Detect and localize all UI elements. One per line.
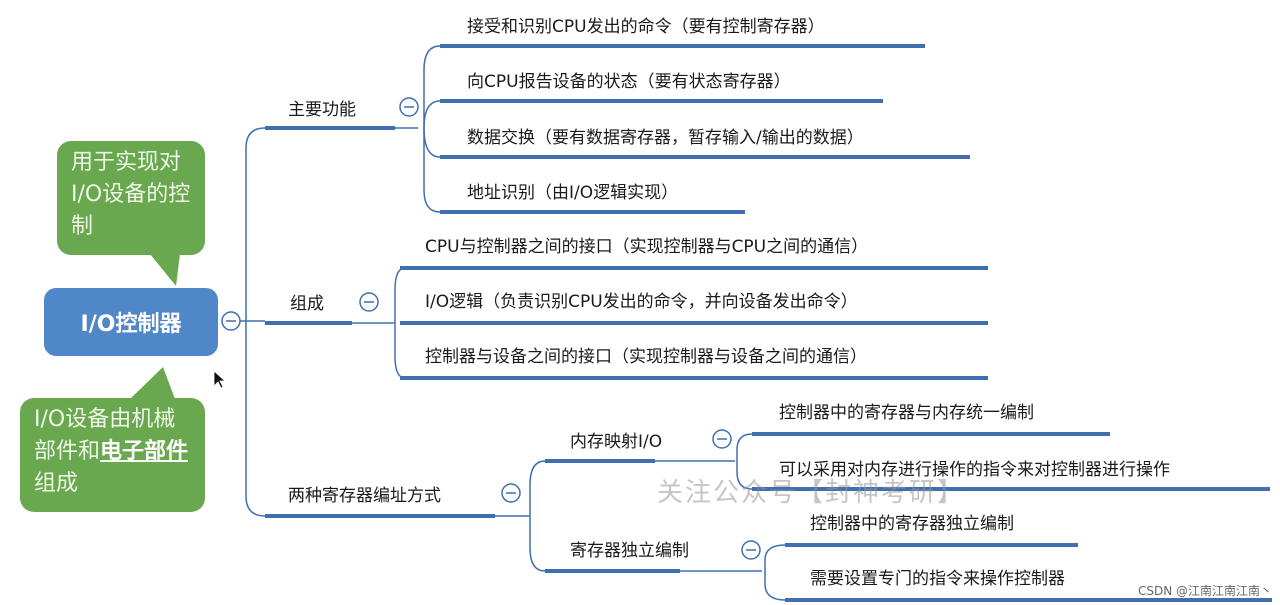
callout-bottom-emphasis: 电子部件 [100,439,189,464]
footer-credit: CSDN @江南江南江南丶 [1137,584,1272,598]
collapse-toggle-memory-mapped[interactable] [712,429,732,449]
node-composition-2[interactable]: I/O逻辑（负责识别CPU发出的命令，并向设备发出命令） [425,292,858,312]
node-composition-1[interactable]: CPU与控制器之间的接口（实现控制器与CPU之间的通信） [425,237,869,257]
node-memory-mapped-2[interactable]: 可以采用对内存进行操作的指令来对控制器进行操作 [779,460,1170,480]
node-independent-1[interactable]: 控制器中的寄存器独立编制 [810,514,1014,534]
callout-top-text: 用于实现对I/O设备的控制 [71,150,191,239]
collapse-toggle-independent[interactable] [741,540,761,560]
watermark: 关注公众号【封神考研】 [657,478,966,508]
root-node[interactable]: I/O控制器 [44,288,218,356]
branch-addressing[interactable]: 两种寄存器编址方式 [288,486,441,506]
node-independent-2[interactable]: 需要设置专门的指令来操作控制器 [810,569,1065,589]
callout-bottom: I/O设备由机械部件和电子部件组成 [20,398,205,512]
node-function-4[interactable]: 地址识别（由I/O逻辑实现） [467,183,679,203]
callout-bottom-suffix: 组成 [34,471,79,496]
root-label: I/O控制器 [80,312,182,337]
node-function-1[interactable]: 接受和识别CPU发出的命令（要有控制寄存器） [467,17,825,37]
branch-main-functions[interactable]: 主要功能 [288,100,356,120]
node-composition-3[interactable]: 控制器与设备之间的接口（实现控制器与设备之间的通信） [425,347,867,367]
node-function-3[interactable]: 数据交换（要有数据寄存器，暂存输入/输出的数据） [467,128,864,148]
collapse-toggle-main-functions[interactable] [399,97,419,117]
collapse-toggle-composition[interactable] [359,292,379,312]
branch-composition[interactable]: 组成 [290,294,324,314]
node-memory-mapped-1[interactable]: 控制器中的寄存器与内存统一编制 [779,403,1034,423]
callout-top: 用于实现对I/O设备的控制 [57,141,205,255]
callout-bottom-text: I/O设备由机械部件和 [34,407,176,464]
node-function-2[interactable]: 向CPU报告设备的状态（要有状态寄存器） [467,72,791,92]
node-memory-mapped-io[interactable]: 内存映射I/O [570,432,663,452]
collapse-toggle-addressing[interactable] [501,483,521,503]
mouse-cursor-icon [213,370,227,389]
collapse-toggle-root[interactable] [221,311,241,331]
node-independent[interactable]: 寄存器独立编制 [570,541,689,561]
